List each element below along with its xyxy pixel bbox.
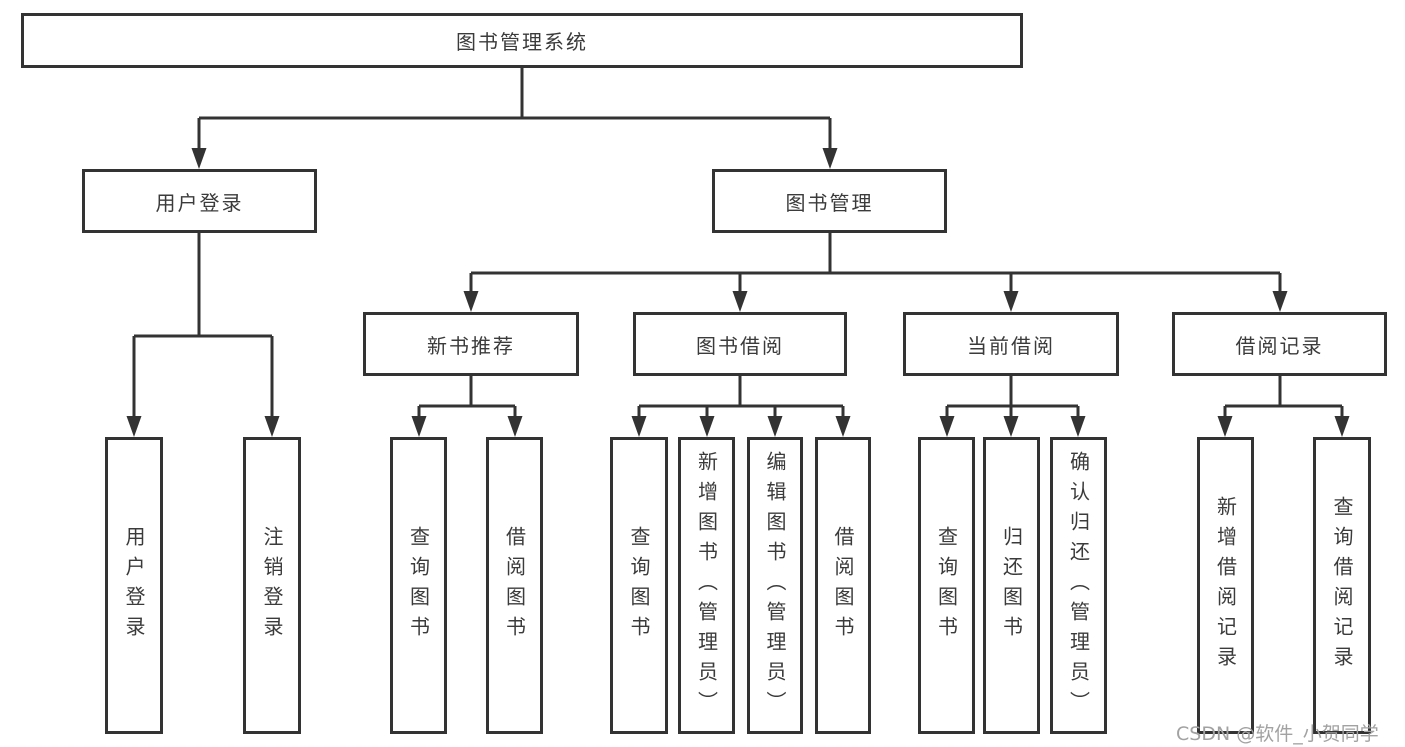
node-label: 图书管理 xyxy=(785,190,874,215)
node-leaf-borrow-books: 借阅图书 xyxy=(815,437,871,734)
node-label: 图书管理系统 xyxy=(456,30,588,54)
arrowhead-icon xyxy=(1334,416,1350,437)
edge-from-new-book-recommend xyxy=(417,376,517,420)
node-leaf-add-borrow-record: 新增借阅记录 xyxy=(1197,437,1254,734)
arrowhead-icon xyxy=(1217,416,1233,437)
node-leaf-borrow-books-rec: 借阅图书 xyxy=(486,437,543,734)
arrowhead-icon xyxy=(767,416,783,437)
node-label: 新增图书（管理员） xyxy=(694,450,719,721)
node-label: 查询图书 xyxy=(934,525,959,646)
node-leaf-query-books-rec: 查询图书 xyxy=(390,437,447,734)
node-label: 查询图书 xyxy=(627,525,651,646)
node-label: 借阅图书 xyxy=(831,525,855,646)
arrowhead-icon xyxy=(264,416,280,437)
node-label: 图书借阅 xyxy=(696,333,784,358)
edge-from-borrow-records xyxy=(1223,376,1344,420)
node-borrow-records: 借阅记录 xyxy=(1172,312,1387,376)
node-label: 用户登录 xyxy=(155,190,244,215)
node-label: 编辑图书（管理员） xyxy=(763,450,787,721)
node-label: 新书推荐 xyxy=(427,333,515,358)
arrowhead-icon xyxy=(939,416,955,437)
node-book-borrow: 图书借阅 xyxy=(633,312,847,376)
node-label: 新增借阅记录 xyxy=(1213,495,1238,676)
node-leaf-query-books-current: 查询图书 xyxy=(918,437,975,734)
node-leaf-return-books: 归还图书 xyxy=(983,437,1040,734)
watermark: CSDN @软件_小贺同学 xyxy=(1176,723,1379,745)
arrowhead-icon xyxy=(1003,416,1019,437)
node-label: 注销登录 xyxy=(260,525,284,646)
arrowhead-icon xyxy=(699,416,715,437)
node-leaf-logout: 注销登录 xyxy=(243,437,301,734)
edge-from-book-borrow xyxy=(637,376,845,420)
edge-from-current-borrow xyxy=(945,376,1080,420)
arrowhead-icon xyxy=(822,148,838,169)
arrowhead-icon xyxy=(1003,291,1019,312)
node-label: 借阅图书 xyxy=(502,525,527,646)
node-root: 图书管理系统 xyxy=(21,13,1023,68)
arrowhead-icon xyxy=(507,416,523,437)
arrowhead-icon xyxy=(1272,291,1288,312)
arrowhead-icon xyxy=(463,291,479,312)
node-label: 查询图书 xyxy=(406,525,431,646)
node-leaf-edit-books-admin: 编辑图书（管理员） xyxy=(747,437,803,734)
node-leaf-query-borrow-record: 查询借阅记录 xyxy=(1313,437,1371,734)
node-label: 借阅记录 xyxy=(1235,333,1324,358)
node-book-management: 图书管理 xyxy=(712,169,947,233)
arrowhead-icon xyxy=(1070,416,1086,437)
node-current-borrow: 当前借阅 xyxy=(903,312,1119,376)
arrowhead-icon xyxy=(732,291,748,312)
node-label: 确认归还（管理员） xyxy=(1066,450,1091,721)
arrowhead-icon xyxy=(191,148,207,169)
node-label: 当前借阅 xyxy=(967,333,1055,358)
node-leaf-query-books-borrow: 查询图书 xyxy=(610,437,668,734)
node-label: 查询借阅记录 xyxy=(1330,495,1354,676)
arrowhead-icon xyxy=(126,416,142,437)
arrowhead-icon xyxy=(411,416,427,437)
node-leaf-add-books-admin: 新增图书（管理员） xyxy=(678,437,735,734)
arrowhead-icon xyxy=(631,416,647,437)
node-new-book-recommend: 新书推荐 xyxy=(363,312,579,376)
edge-from-user-login xyxy=(132,233,274,420)
node-user-login: 用户登录 xyxy=(82,169,317,233)
node-label: 用户登录 xyxy=(122,525,146,646)
node-label: 归还图书 xyxy=(999,525,1024,646)
edge-from-book-management xyxy=(469,233,1282,295)
edge-from-root xyxy=(197,68,832,152)
node-leaf-user-login: 用户登录 xyxy=(105,437,163,734)
arrowhead-icon xyxy=(835,416,851,437)
node-leaf-confirm-return: 确认归还（管理员） xyxy=(1050,437,1107,734)
